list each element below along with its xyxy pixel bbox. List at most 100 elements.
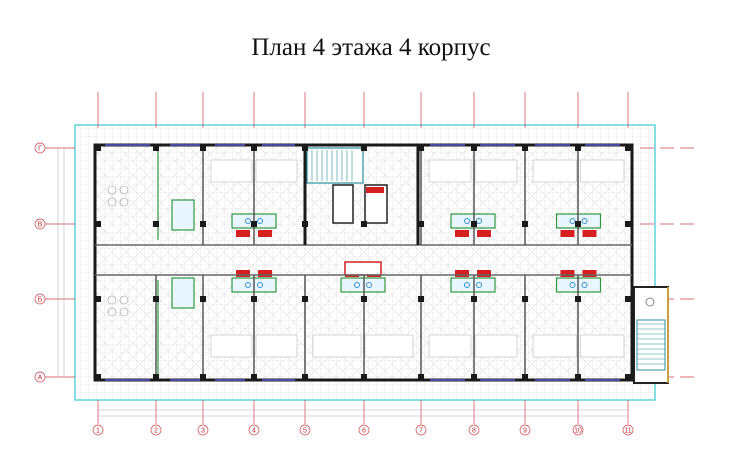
axis-label-row: А bbox=[38, 375, 43, 382]
column bbox=[95, 145, 101, 151]
fixture bbox=[366, 187, 384, 193]
column bbox=[575, 296, 581, 302]
column bbox=[418, 221, 424, 227]
axis-label-row: Г bbox=[38, 146, 42, 153]
grid-axes bbox=[34, 92, 700, 436]
fixture bbox=[560, 230, 575, 237]
column bbox=[251, 374, 257, 380]
column bbox=[95, 221, 101, 227]
column bbox=[625, 221, 631, 227]
sink bbox=[257, 282, 263, 288]
axis-marker bbox=[299, 424, 311, 436]
sink bbox=[245, 282, 251, 288]
sink bbox=[569, 282, 576, 288]
sink bbox=[366, 282, 372, 288]
column bbox=[522, 221, 528, 227]
column bbox=[200, 221, 206, 227]
sink bbox=[464, 218, 470, 224]
column bbox=[418, 374, 424, 380]
staircase bbox=[306, 147, 364, 184]
column bbox=[471, 145, 477, 151]
column bbox=[575, 145, 581, 151]
column bbox=[522, 296, 528, 302]
chair bbox=[107, 307, 117, 317]
bed bbox=[312, 334, 362, 358]
chair bbox=[107, 295, 117, 305]
axis-label-column: 7 bbox=[419, 428, 423, 435]
bed bbox=[474, 159, 518, 183]
bed bbox=[474, 334, 518, 358]
column bbox=[522, 145, 528, 151]
bed bbox=[428, 334, 472, 358]
sink bbox=[245, 218, 251, 224]
column bbox=[625, 145, 631, 151]
fixture bbox=[236, 270, 250, 277]
column bbox=[251, 296, 257, 302]
axis-label-row: Б bbox=[38, 297, 43, 304]
bathroom bbox=[450, 277, 496, 293]
column bbox=[200, 145, 206, 151]
column bbox=[471, 221, 477, 227]
sink bbox=[476, 282, 482, 288]
axis-marker bbox=[622, 424, 634, 436]
bed bbox=[255, 159, 298, 183]
column bbox=[95, 296, 101, 302]
bed bbox=[580, 159, 625, 183]
fixture bbox=[236, 230, 250, 237]
sink bbox=[464, 282, 470, 288]
bathroom bbox=[171, 277, 195, 309]
column bbox=[361, 374, 367, 380]
axis-marker bbox=[415, 424, 427, 436]
column bbox=[200, 374, 206, 380]
axis-marker bbox=[34, 142, 46, 154]
column bbox=[251, 145, 257, 151]
fixture bbox=[582, 230, 597, 237]
axis-label-row: В bbox=[38, 222, 43, 229]
column bbox=[302, 296, 308, 302]
chair bbox=[119, 197, 129, 207]
elevator bbox=[364, 184, 388, 224]
column bbox=[153, 296, 159, 302]
axis-label-column: 3 bbox=[201, 428, 205, 435]
bathroom bbox=[340, 277, 386, 293]
axis-marker bbox=[34, 293, 46, 305]
axis-marker bbox=[197, 424, 209, 436]
bed bbox=[364, 334, 414, 358]
fixture bbox=[258, 230, 272, 237]
sink bbox=[581, 282, 588, 288]
bed bbox=[255, 334, 298, 358]
axis-label-column: 11 bbox=[624, 428, 631, 435]
column bbox=[471, 296, 477, 302]
column bbox=[200, 296, 206, 302]
column bbox=[471, 374, 477, 380]
chair bbox=[107, 197, 117, 207]
axis-label-column: 6 bbox=[362, 428, 366, 435]
room-marker bbox=[645, 297, 655, 307]
bed bbox=[428, 159, 472, 183]
fixture bbox=[455, 270, 469, 277]
bed bbox=[210, 334, 253, 358]
walls bbox=[93, 143, 634, 382]
chair bbox=[119, 185, 129, 195]
elevator bbox=[332, 184, 354, 224]
utility-shaft bbox=[344, 261, 382, 276]
fixture bbox=[477, 270, 491, 277]
axis-marker bbox=[572, 424, 584, 436]
column bbox=[251, 221, 257, 227]
column bbox=[302, 221, 308, 227]
axis-marker bbox=[92, 424, 104, 436]
column bbox=[418, 296, 424, 302]
axis-label-column: 2 bbox=[154, 428, 158, 435]
column bbox=[153, 145, 159, 151]
bed bbox=[532, 159, 577, 183]
axis-label-column: 5 bbox=[303, 428, 307, 435]
column bbox=[361, 221, 367, 227]
axis-label-column: 4 bbox=[252, 428, 256, 435]
column bbox=[153, 374, 159, 380]
axis-marker bbox=[34, 371, 46, 383]
axis-label-column: 8 bbox=[472, 428, 476, 435]
fixture bbox=[477, 230, 491, 237]
fixture bbox=[582, 270, 597, 277]
